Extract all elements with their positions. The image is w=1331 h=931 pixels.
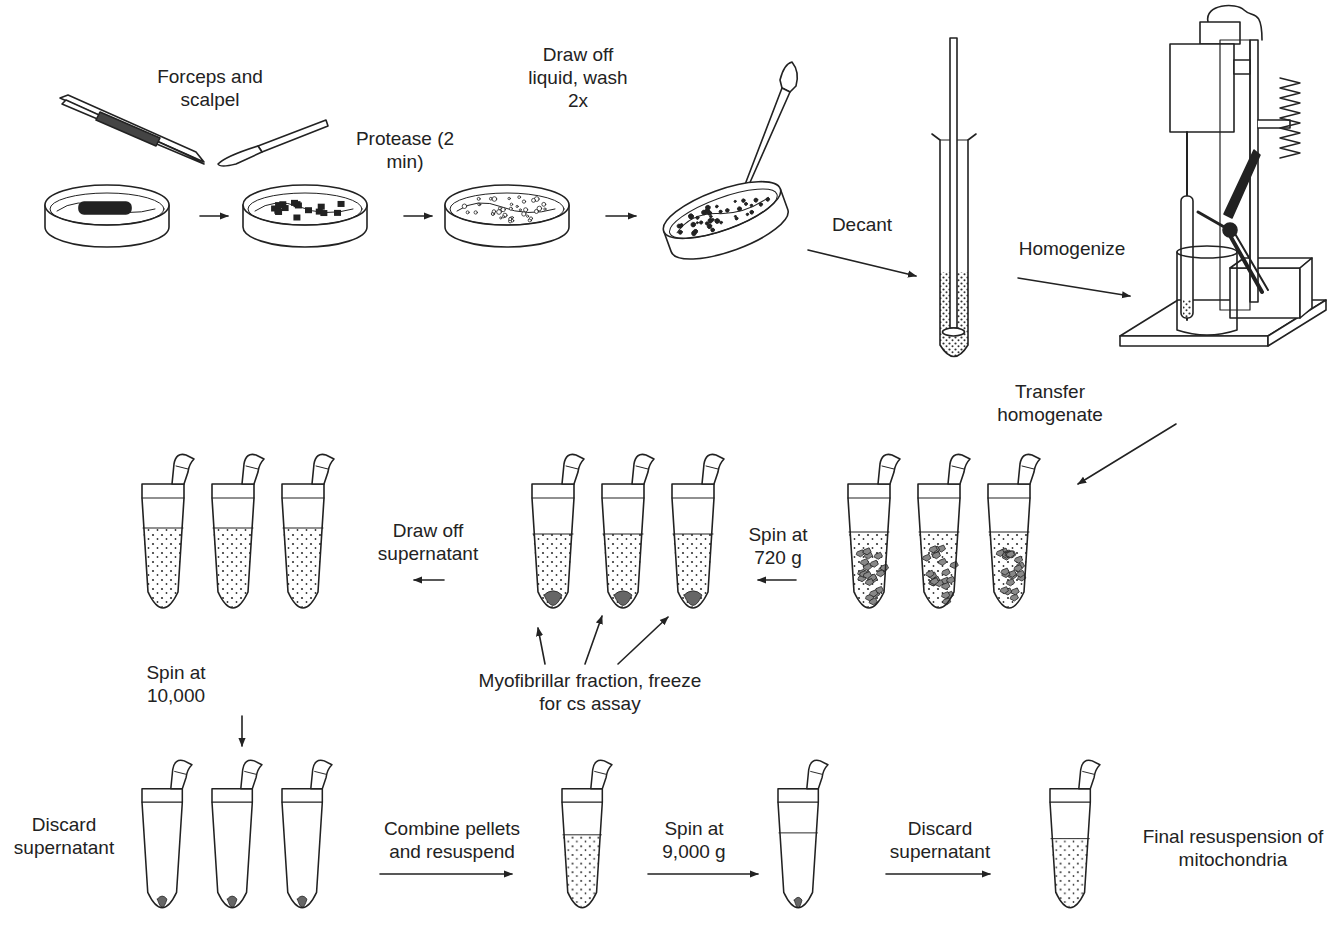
step-arrows <box>200 216 1176 874</box>
microcentrifuge-tube <box>1050 760 1100 907</box>
step-label: Transfer homogenate <box>988 381 1112 427</box>
step-label: Homogenize <box>1007 238 1137 261</box>
step-label: Discard supernatant <box>3 814 125 860</box>
microcentrifuge-tube <box>778 760 828 907</box>
spring-coil <box>1280 78 1300 158</box>
pipette <box>741 62 797 196</box>
scalpel <box>218 120 328 166</box>
step-label: Final resuspension of mitochondria <box>1138 826 1328 872</box>
step-label: Myofibrillar fraction, freeze for cs ass… <box>470 670 710 716</box>
step-label: Spin at 720 g <box>736 524 820 570</box>
petri-dish <box>243 185 367 247</box>
step-label: Spin at 10,000 <box>134 662 218 708</box>
step-label: Draw off supernatant <box>366 520 490 566</box>
step-label: Spin at 9,000 g <box>647 818 741 864</box>
microcentrifuge-tube <box>988 454 1040 608</box>
step-label: Forceps and scalpel <box>145 66 275 112</box>
petri-dish <box>445 185 569 247</box>
petri-dish <box>45 185 169 247</box>
microcentrifuge-tube <box>212 454 264 608</box>
microcentrifuge-tubes <box>142 454 1100 907</box>
microcentrifuge-tube <box>282 454 334 608</box>
microcentrifuge-tube <box>142 454 194 608</box>
microcentrifuge-tube <box>602 454 654 608</box>
spring <box>1280 78 1300 158</box>
microcentrifuge-tube <box>672 454 724 608</box>
microcentrifuge-tube <box>142 760 192 907</box>
microcentrifuge-tube <box>282 760 332 907</box>
microcentrifuge-tube <box>532 454 584 608</box>
step-label: Protease (2 min) <box>355 128 455 174</box>
test-tube <box>932 38 976 357</box>
petri-dishes <box>45 170 795 271</box>
step-label: Decant <box>817 214 907 237</box>
microcentrifuge-tube <box>212 760 262 907</box>
microcentrifuge-tube <box>918 454 970 608</box>
step-label: Combine pellets and resuspend <box>369 818 535 864</box>
step-label: Discard supernatant <box>879 818 1001 864</box>
microcentrifuge-tube <box>848 454 900 608</box>
petri-dish <box>657 170 795 271</box>
microcentrifuge-tube <box>562 760 612 907</box>
homogenizer <box>1120 6 1326 346</box>
step-label: Draw off liquid, wash 2x <box>520 44 636 112</box>
